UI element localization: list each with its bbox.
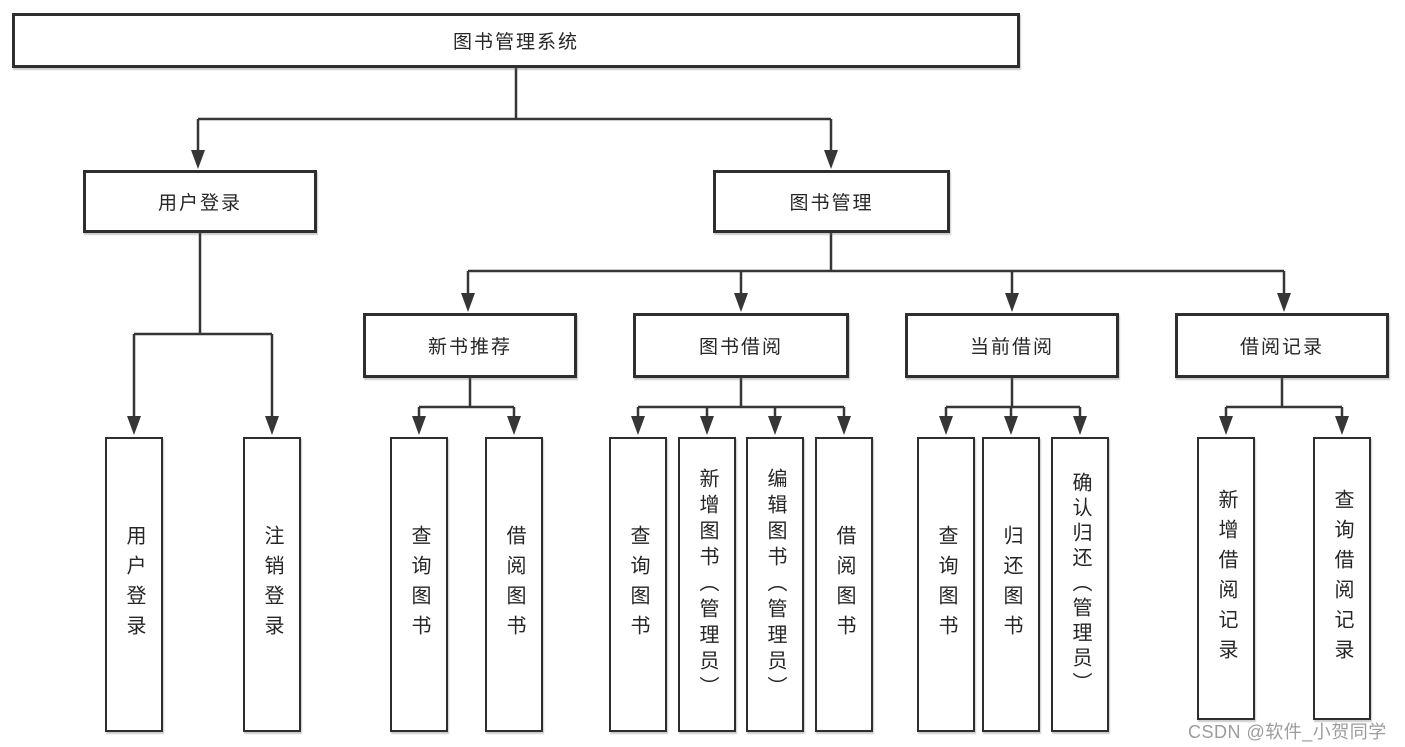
leaf-add-borrow-record: 新增借阅记录 bbox=[1197, 437, 1255, 720]
leaf-edit-books-admin: 编辑图书（管理员） bbox=[746, 437, 804, 732]
leaf-user-login: 用户登录 bbox=[105, 437, 163, 732]
leaf-confirm-return-admin: 确认归还（管理员） bbox=[1051, 437, 1109, 732]
node-current-borrow: 当前借阅 bbox=[905, 313, 1119, 378]
leaf-borrow-books: 借阅图书 bbox=[815, 437, 873, 732]
leaf-logout: 注销登录 bbox=[243, 437, 301, 732]
node-borrow-records: 借阅记录 bbox=[1175, 313, 1389, 378]
csdn-watermark: CSDN @软件_小贺同学 bbox=[1188, 722, 1387, 742]
node-book-borrow: 图书借阅 bbox=[633, 313, 849, 378]
leaf-borrow-books-recommend: 借阅图书 bbox=[485, 437, 543, 732]
leaf-query-books-recommend: 查询图书 bbox=[390, 437, 448, 732]
leaf-query-books-current: 查询图书 bbox=[917, 437, 975, 732]
leaf-query-borrow-record: 查询借阅记录 bbox=[1313, 437, 1371, 720]
leaf-return-books: 归还图书 bbox=[982, 437, 1040, 732]
node-new-book-recommend: 新书推荐 bbox=[363, 313, 577, 378]
node-library-management-system: 图书管理系统 bbox=[12, 13, 1020, 68]
node-book-management: 图书管理 bbox=[713, 170, 950, 233]
leaf-query-books-borrow: 查询图书 bbox=[609, 437, 667, 732]
node-user-login: 用户登录 bbox=[83, 170, 317, 233]
arrowheads bbox=[127, 150, 1349, 435]
leaf-add-books-admin: 新增图书（管理员） bbox=[678, 437, 736, 732]
